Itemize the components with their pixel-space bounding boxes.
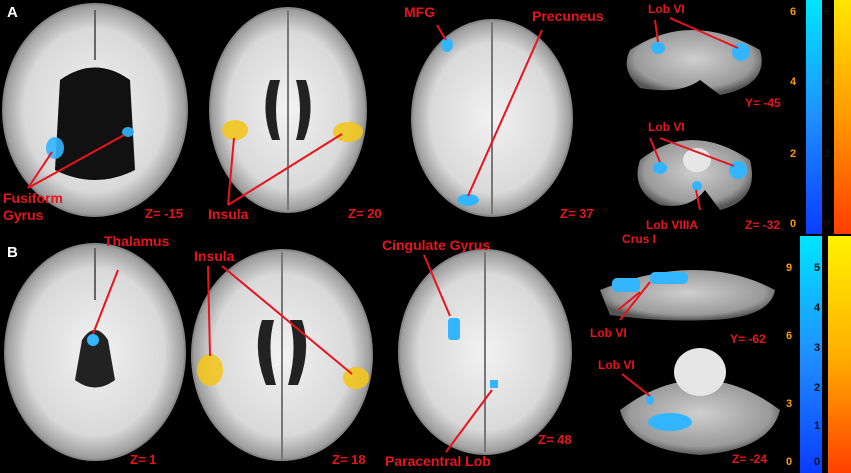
coord-b5: Z= -24 <box>732 452 768 466</box>
label-fusiform-text: Fusiform Gyrus <box>3 190 63 223</box>
panel-label-a: A <box>7 4 18 21</box>
tick-a-cool-0: 0 <box>790 218 797 230</box>
slice-b3 <box>398 249 572 455</box>
label-lobvi-b-b: Lob VI <box>598 358 635 372</box>
label-insula-b: Insula <box>194 248 235 264</box>
coord-b3: Z= 48 <box>538 432 572 447</box>
label-thalamus: Thalamus <box>104 233 170 249</box>
coord-a4: Y= -45 <box>745 96 781 110</box>
tick-b-warm-0: 0 <box>814 456 821 468</box>
coord-b4: Y= -62 <box>730 332 766 346</box>
label-paracentral-lob: Paracentral Lob <box>385 453 491 469</box>
tick-b-cool-6: 6 <box>786 330 793 342</box>
slice-b4-cerebellum <box>600 270 775 321</box>
tick-a-cool-2: 2 <box>790 148 797 160</box>
tick-b-cool-3: 3 <box>786 398 793 410</box>
slice-b1 <box>4 243 186 461</box>
label-lobvi-a-top: Lob VI <box>648 2 685 16</box>
label-fusiform-gyrus: Fusiform Gyrus <box>3 190 63 224</box>
colorbar-b-warm <box>828 236 851 473</box>
coord-a2: Z= 20 <box>348 206 382 221</box>
slice-b5-cerebellum <box>620 348 780 455</box>
coord-a5: Z= -32 <box>745 218 781 232</box>
label-crus-i: Crus I <box>622 232 657 246</box>
label-cingulate-gyrus: Cingulate Gyrus <box>382 237 491 253</box>
coord-b2: Z= 18 <box>332 452 366 467</box>
tick-a-warm-2: 2 <box>824 148 831 160</box>
label-mfg: MFG <box>404 4 436 20</box>
slice-a3 <box>411 19 573 217</box>
label-insula-a: Insula <box>208 206 249 222</box>
tick-a-cool-6: 6 <box>790 6 797 18</box>
slice-a1 <box>2 3 188 217</box>
colorbar-a-warm <box>834 0 851 234</box>
tick-b-warm-4: 4 <box>814 302 821 314</box>
tick-a-warm-4: 4 <box>824 76 831 88</box>
label-lobvi-b-a: Lob VI <box>590 326 627 340</box>
tick-b-warm-5: 5 <box>814 262 821 274</box>
tick-b-warm-1: 1 <box>814 420 821 432</box>
label-precuneus: Precuneus <box>532 8 604 24</box>
coord-a1: Z= -15 <box>145 206 183 221</box>
tick-a-warm-0: 0 <box>824 218 831 230</box>
tick-b-warm-2: 2 <box>814 382 821 394</box>
tick-b-warm-3: 3 <box>814 342 821 354</box>
colorbar-a-cool <box>806 0 822 234</box>
slice-b2 <box>191 249 373 461</box>
label-lobvi-a-mid: Lob VI <box>648 120 685 134</box>
tick-a-warm-6: 6 <box>824 6 831 18</box>
slice-a5-cerebellum <box>637 140 752 210</box>
coord-b1: Z= 1 <box>130 452 157 467</box>
panel-label-b: B <box>7 244 18 261</box>
tick-b-cool-9: 9 <box>786 262 793 274</box>
tick-b-cool-0: 0 <box>786 456 793 468</box>
colorbar-b-cool <box>800 236 822 473</box>
label-lobviiia: Lob VIIIA <box>646 218 698 232</box>
slice-a2 <box>209 7 367 213</box>
tick-a-cool-4: 4 <box>790 76 797 88</box>
slice-a4-cerebellum <box>626 30 762 95</box>
annotation-arrows <box>27 17 739 453</box>
coord-a3: Z= 37 <box>560 206 594 221</box>
